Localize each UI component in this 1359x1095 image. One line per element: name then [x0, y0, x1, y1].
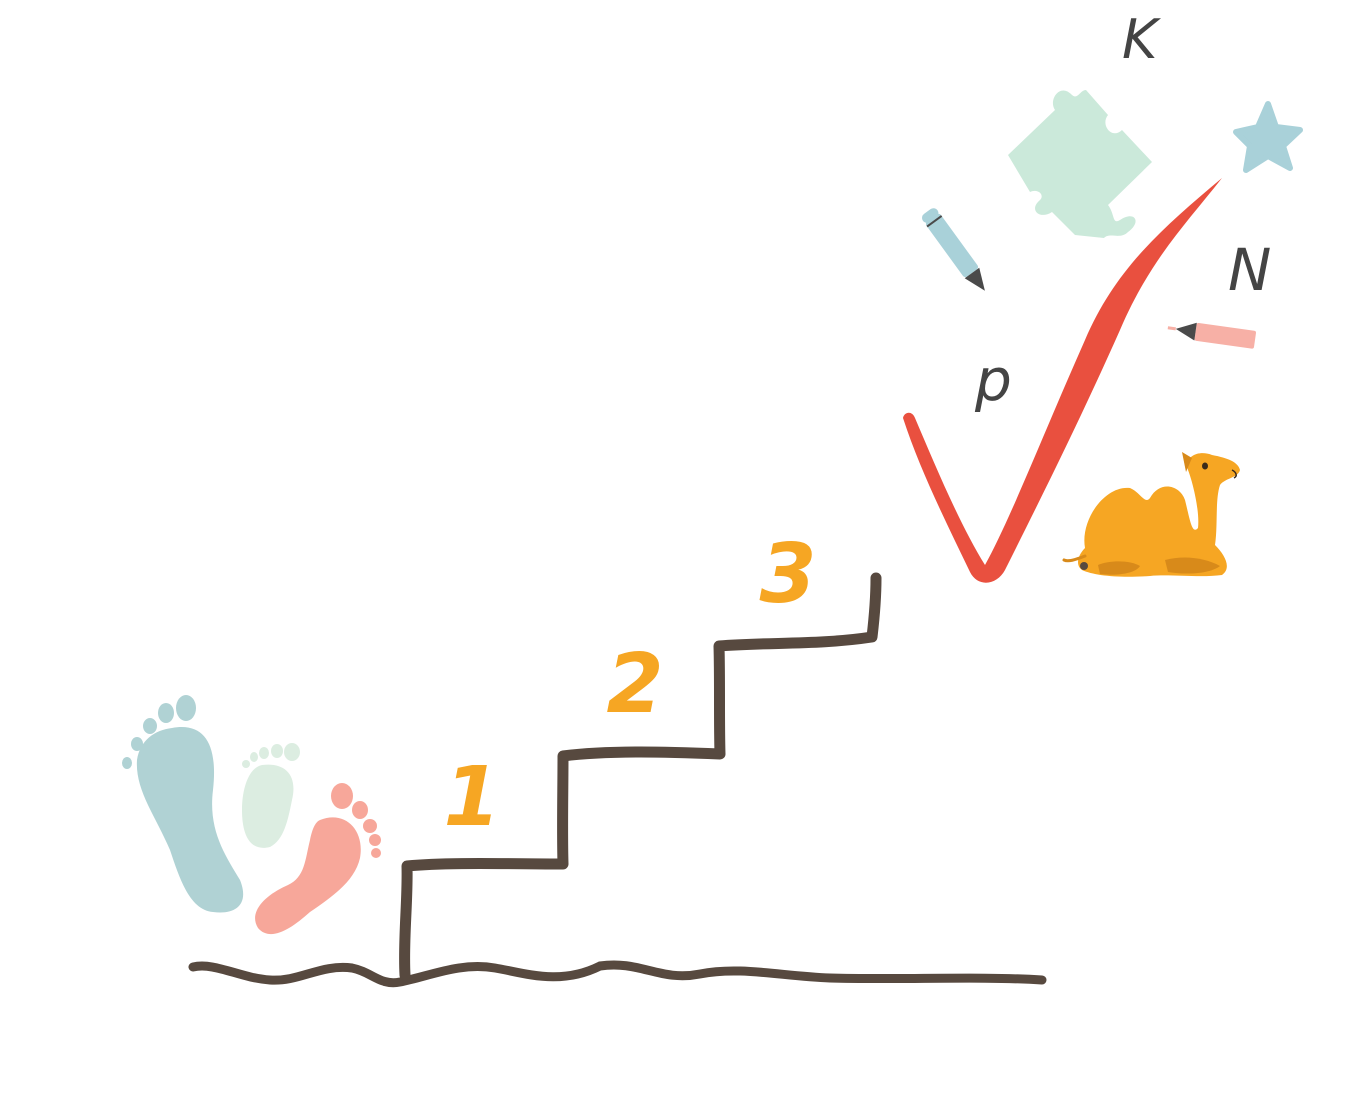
- step-number-3: 3: [759, 527, 816, 622]
- camel-icon: [1062, 452, 1240, 577]
- pencil-icon: [922, 208, 985, 291]
- footprint-icon: [122, 695, 244, 913]
- footprint-icon: [242, 743, 300, 848]
- star-icon: [1233, 101, 1303, 173]
- step-number-2: 2: [606, 637, 663, 732]
- step-number-1: 1: [443, 750, 500, 845]
- footprint-icon: [255, 783, 381, 935]
- pencil-icon: [1167, 322, 1256, 349]
- stairs-icon: [399, 572, 882, 981]
- letter-k: K: [1122, 8, 1161, 71]
- letter-p: p: [974, 346, 1012, 414]
- ground-line: [188, 960, 1047, 988]
- puzzle-piece-icon: [1008, 90, 1152, 238]
- checkmark-icon: [903, 178, 1222, 583]
- letter-n: N: [1228, 236, 1271, 304]
